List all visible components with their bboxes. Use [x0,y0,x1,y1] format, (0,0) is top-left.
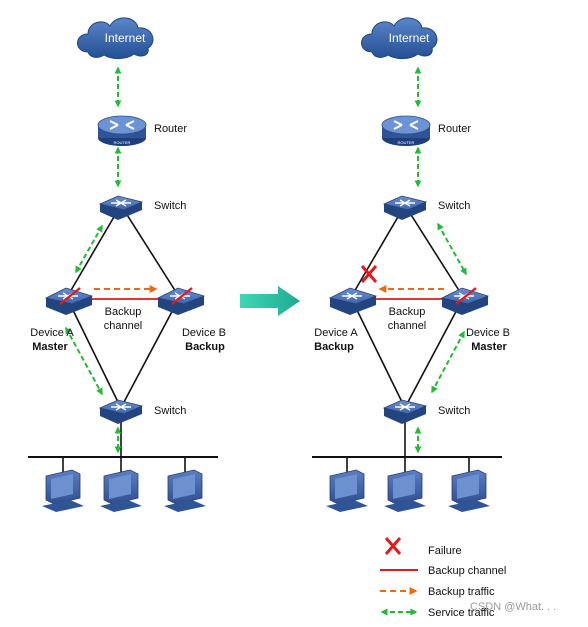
legend-backup-traffic-label: Backup traffic [428,586,495,598]
device-a-name: Device A [30,327,74,339]
service-traffic-arrow [65,326,103,396]
device-a-switch-icon [44,287,94,315]
device-b-switch-icon [440,287,490,315]
link-switch-to-device-b [407,209,461,293]
switch-top-label: Switch [154,200,186,212]
service-traffic-arrow [75,224,103,274]
pc-icon [326,469,368,512]
link-switch-to-device-a [353,209,403,293]
switch-icon [382,399,428,424]
device-b-name: Device B [466,327,510,339]
device-b-switch-icon [156,287,206,315]
legend-failure-label: Failure [428,545,462,557]
switch-top-label: Switch [438,200,470,212]
device-b-name: Device B [182,327,226,339]
svg-text:ROUTER: ROUTER [114,140,131,145]
switch-icon [98,399,144,424]
link-switch-to-device-b [123,209,177,293]
pc-icon [448,469,490,512]
internet-label: Internet [389,31,430,45]
backup-channel-label-line2: channel [388,320,427,332]
device-a-name: Device A [314,327,358,339]
failure-x-icon [360,265,378,283]
device-b-role: Backup [185,341,225,353]
cloud-icon [361,17,438,60]
left-panel: Internet ROUTER Router Switch Device A M… [28,17,226,512]
backup-channel-label-line1: Backup [105,306,142,318]
device-a-switch-icon [328,287,378,315]
pc-icon [164,469,206,512]
device-a-role: Master [32,341,68,353]
device-b-role: Master [471,341,507,353]
pc-icon [42,469,84,512]
link-device-a-to-switch [69,303,119,403]
watermark: CSDN @What. . . [470,601,556,613]
device-a-role: Backup [314,341,354,353]
pc-icon [100,469,142,512]
legend-service-traffic-label: Service traffic [428,607,495,619]
switch-bottom-label: Switch [154,405,186,417]
transition-arrow-icon [240,286,300,316]
pc-icon [384,469,426,512]
link-switch-to-device-a [69,209,119,293]
internet-label: Internet [105,31,146,45]
legend-backup-channel-label: Backup channel [428,565,506,577]
router-icon: ROUTER [381,115,431,146]
service-traffic-arrow [431,330,465,394]
backup-channel-label-line2: channel [104,320,143,332]
failure-x-icon [384,537,402,555]
switch-bottom-label: Switch [438,405,470,417]
right-panel: Internet ROUTER Router Switch Device A [312,17,510,512]
switch-icon [382,195,428,220]
switch-icon [98,195,144,220]
service-traffic-arrow [437,222,467,276]
link-device-a-to-switch [353,303,403,403]
cloud-icon [77,17,154,60]
link-device-b-to-switch [123,303,177,403]
legend: Failure Backup channel Backup traffic Se… [380,537,506,619]
router-icon: ROUTER [97,115,147,146]
svg-text:ROUTER: ROUTER [398,140,415,145]
backup-channel-label-line1: Backup [389,306,426,318]
router-label: Router [438,123,471,135]
router-label: Router [154,123,187,135]
